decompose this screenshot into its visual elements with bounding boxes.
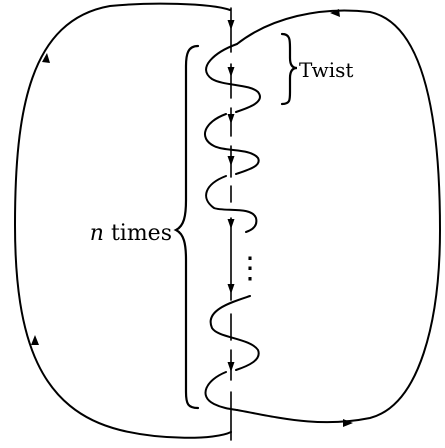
- twist-strand: [203, 43, 261, 411]
- direction-arrows: [31, 9, 353, 427]
- n-times-label: n times: [90, 221, 172, 246]
- arrow-left-up-2: [31, 335, 39, 345]
- twist-label: Twist: [299, 58, 353, 82]
- arrow-center-5: [227, 219, 235, 229]
- arrow-center-7: [227, 362, 235, 372]
- n-times-brace: [173, 44, 200, 410]
- n-variable: n: [90, 221, 104, 246]
- arrow-center-4: [227, 156, 235, 166]
- arrow-top-right: [330, 9, 340, 17]
- arrow-center-6: [227, 284, 235, 294]
- times-text: times: [104, 221, 172, 246]
- arrow-left-up-1: [42, 53, 50, 63]
- twist-brace: [280, 32, 298, 106]
- arrow-center-1: [227, 20, 235, 30]
- ellipsis-dots: ⋮: [235, 251, 265, 286]
- arrow-center-3: [227, 114, 235, 124]
- left-outer-loop: [14, 2, 232, 439]
- arrow-center-2: [227, 67, 235, 77]
- arrow-bottom-right: [343, 419, 353, 427]
